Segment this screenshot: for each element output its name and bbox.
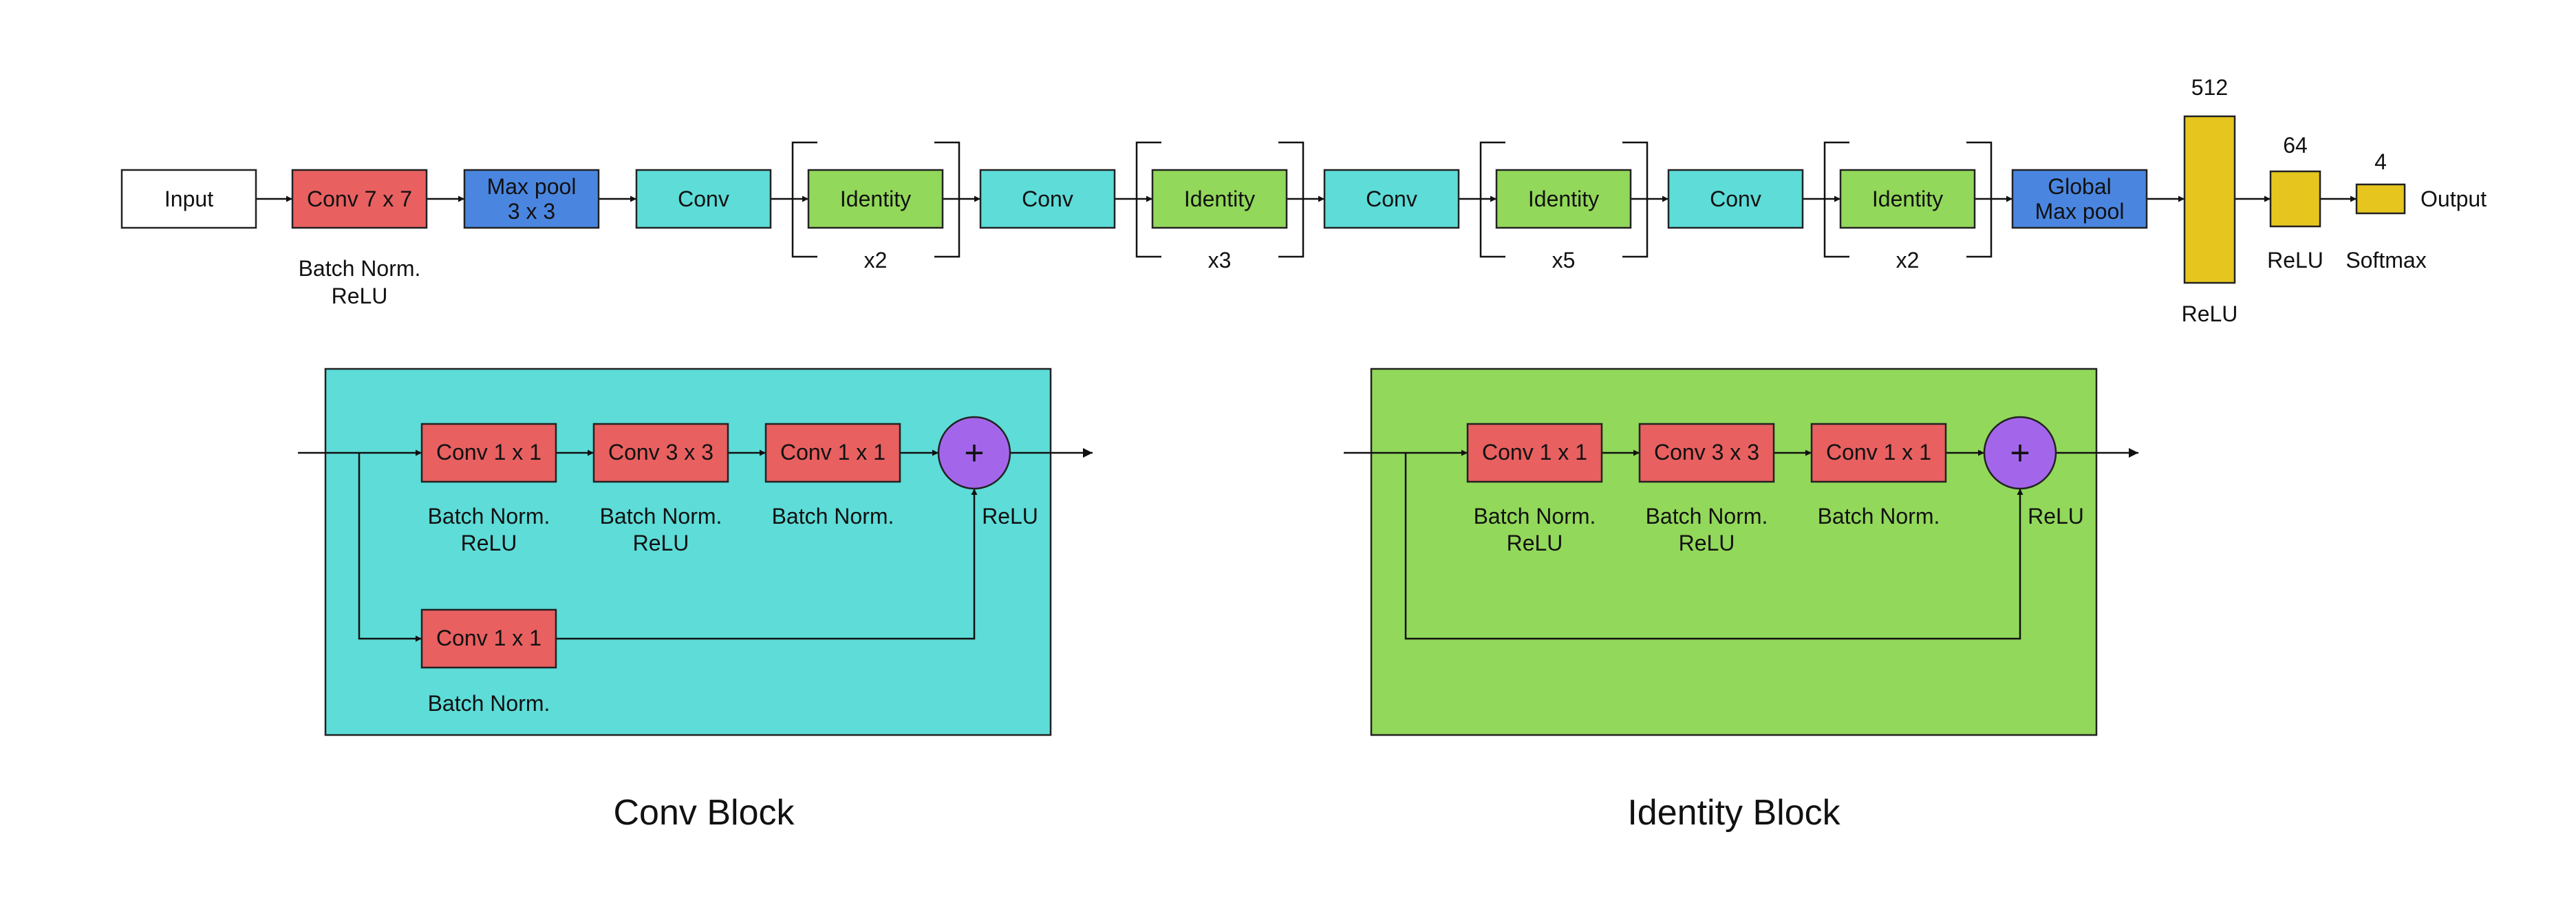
conv-block-shortcut-return (556, 489, 978, 640)
maxpool-label-1: Max pool (487, 174, 577, 199)
conv-block-title: Conv Block (614, 793, 795, 833)
stage4-conv-box (1667, 169, 1804, 229)
conv7-sub1: Batch Norm. (299, 256, 421, 281)
identity-block-layer3-label: Conv 1 x 1 (1826, 440, 1931, 465)
identity-block-layer1-sub2: ReLU (1507, 531, 1563, 555)
dense-4-activation: Softmax (2346, 248, 2426, 273)
dense-512-box (2183, 115, 2236, 284)
dense-4-box (2355, 183, 2406, 215)
stage2-identity-label: Identity (1184, 187, 1255, 211)
stage3-identity-box (1495, 169, 1632, 229)
stage3-bracket-right (1622, 141, 1649, 258)
conv7-sub2: ReLU (332, 284, 388, 308)
input-box (120, 169, 257, 229)
stage3-conv-box (1323, 169, 1460, 229)
stage1-repeat: x2 (864, 248, 888, 273)
dense-64-box (2269, 170, 2321, 228)
conv-block-layer2-sub2: ReLU (633, 531, 689, 555)
identity-block-layer1-sub1: Batch Norm. (1474, 504, 1596, 529)
stage3-identity-label: Identity (1528, 187, 1599, 211)
conv-block-shortcut-sub1: Batch Norm. (428, 691, 550, 716)
identity-block-add-node (1983, 416, 2057, 490)
conv-block-add-activation: ReLU (982, 504, 1038, 529)
stage1-identity-box (807, 169, 944, 229)
main-path: Input Conv 7 x 7 Batch Norm. ReLU Max po… (120, 75, 2487, 326)
identity-block-layer2-sub1: Batch Norm. (1646, 504, 1768, 529)
stage4-repeat: x2 (1896, 248, 1920, 273)
conv-block-layer3-sub1: Batch Norm. (772, 504, 894, 529)
dense-512-activation: ReLU (2182, 301, 2238, 326)
conv-block-shortcut-label: Conv 1 x 1 (436, 626, 541, 650)
conv-block-shortcut-line (358, 453, 422, 642)
conv-block-plus-icon: + (964, 434, 984, 472)
stage2-bracket-left (1135, 141, 1161, 258)
conv-block-layer2-label: Conv 3 x 3 (608, 440, 713, 465)
stage4-bracket-left (1823, 141, 1849, 258)
identity-block-layer2-label: Conv 3 x 3 (1654, 440, 1759, 465)
identity-block-add-activation: ReLU (2028, 504, 2084, 529)
conv7-box (291, 169, 428, 229)
identity-block: Conv 1 x 1 Batch Norm. ReLU Conv 3 x 3 B… (1344, 368, 2138, 833)
stage1-bracket-left (791, 141, 817, 258)
dense-64-size: 64 (2283, 133, 2308, 158)
output-label: Output (2421, 187, 2487, 211)
stage2-conv-box (979, 169, 1116, 229)
stage3-repeat: x5 (1552, 248, 1576, 273)
identity-block-title: Identity Block (1627, 793, 1840, 833)
identity-block-skip-connection (1404, 453, 2024, 640)
stage4-identity-box (1839, 169, 1976, 229)
stage3-bracket-left (1479, 141, 1505, 258)
identity-block-plus-icon: + (2010, 434, 2030, 472)
global-maxpool-box (2011, 169, 2148, 229)
conv-block-layer1-sub1: Batch Norm. (428, 504, 550, 529)
conv-block-layer2-box (592, 423, 729, 483)
global-maxpool-label-1: Global (2048, 174, 2112, 199)
identity-block-layer2-sub2: ReLU (1679, 531, 1735, 555)
stage1-identity-label: Identity (840, 187, 911, 211)
stage2-bracket-right (1278, 141, 1305, 258)
identity-block-layer1-label: Conv 1 x 1 (1482, 440, 1587, 465)
conv-block-layer3-box (764, 423, 901, 483)
stage2-conv-label: Conv (1022, 187, 1073, 211)
dense-4-size: 4 (2374, 149, 2387, 174)
stage4-identity-label: Identity (1872, 187, 1943, 211)
conv-block-layer3-label: Conv 1 x 1 (780, 440, 886, 465)
dense-512-size: 512 (2191, 75, 2228, 100)
stage2-identity-box (1151, 169, 1288, 229)
conv-block-layer1-box (420, 423, 557, 483)
conv-block-add-node (937, 416, 1011, 490)
maxpool-box (463, 169, 600, 229)
identity-block-layer1-box (1466, 423, 1603, 483)
stage1-conv-box (635, 169, 772, 229)
global-maxpool-label-2: Max pool (2035, 199, 2125, 224)
conv-block: Conv 1 x 1 Batch Norm. ReLU Conv 3 x 3 B… (298, 368, 1093, 833)
conv-block-shortcut-box (420, 608, 557, 669)
input-label: Input (164, 187, 213, 211)
dense-64-activation: ReLU (2267, 248, 2323, 273)
identity-block-layer2-box (1638, 423, 1775, 483)
stage2-repeat: x3 (1208, 248, 1232, 273)
conv7-label: Conv 7 x 7 (307, 187, 412, 211)
conv-block-layer2-sub1: Batch Norm. (600, 504, 722, 529)
stage4-bracket-right (1966, 141, 1993, 258)
maxpool-label-2: 3 x 3 (508, 199, 555, 224)
stage3-conv-label: Conv (1366, 187, 1417, 211)
identity-block-layer3-sub1: Batch Norm. (1818, 504, 1940, 529)
identity-block-layer3-box (1810, 423, 1947, 483)
stage1-conv-label: Conv (678, 187, 729, 211)
stage4-conv-label: Conv (1710, 187, 1761, 211)
conv-block-layer1-sub2: ReLU (461, 531, 517, 555)
stage1-bracket-right (934, 141, 960, 258)
conv-block-layer1-label: Conv 1 x 1 (436, 440, 541, 465)
